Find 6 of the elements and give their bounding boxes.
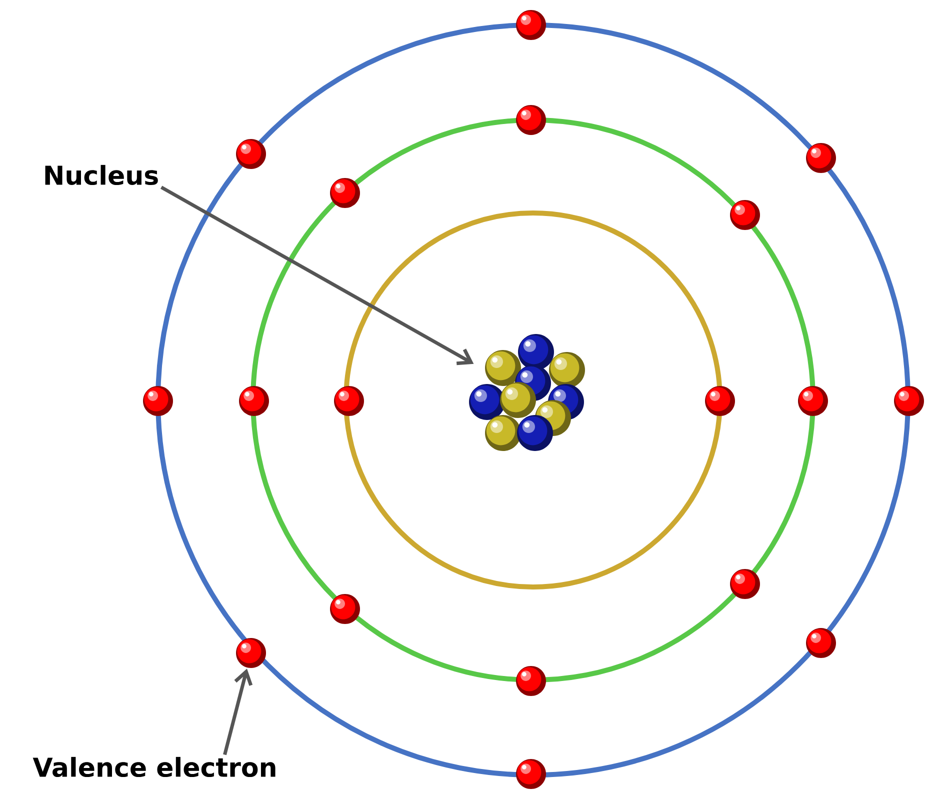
arrow bbox=[160, 186, 474, 366]
arrow bbox=[223, 668, 253, 756]
label-text: Nucleus bbox=[45, 164, 158, 186]
electron bbox=[236, 638, 266, 668]
label-text: Valence electron bbox=[32, 756, 276, 778]
nucleus-drawing bbox=[469, 334, 585, 451]
